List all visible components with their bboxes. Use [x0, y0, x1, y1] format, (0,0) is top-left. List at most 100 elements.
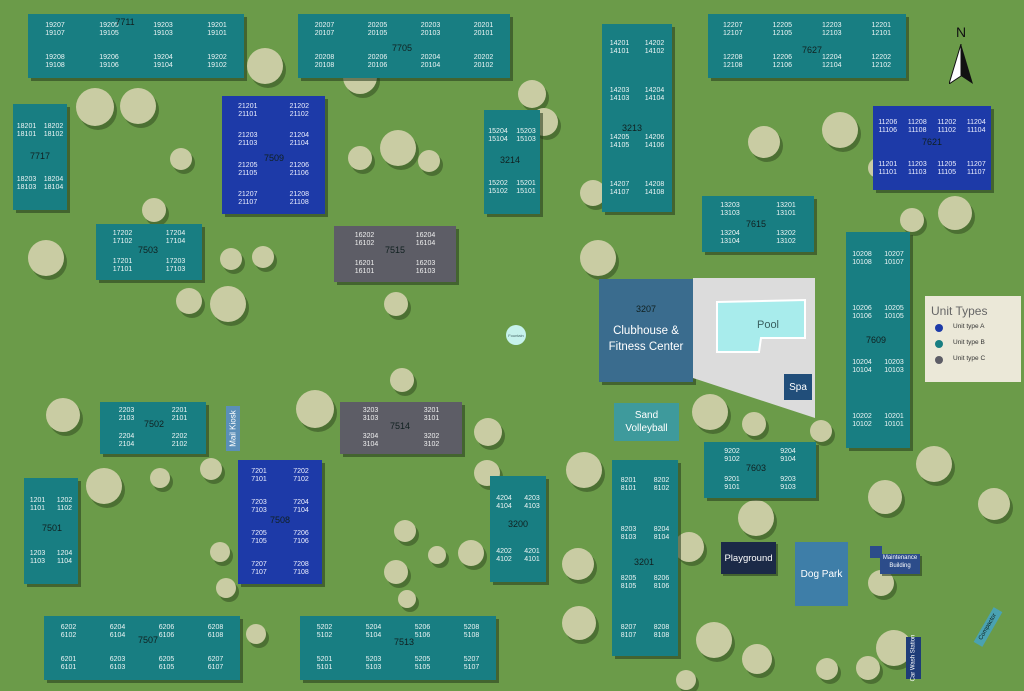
- fountain[interactable]: Fountain: [506, 325, 526, 345]
- compactor[interactable]: Compactor: [973, 607, 1003, 647]
- maintenance-building[interactable]: Maintenance Building: [870, 546, 920, 574]
- dog-park[interactable]: Dog Park: [795, 542, 848, 606]
- playground[interactable]: Playground: [721, 542, 776, 574]
- clubhouse-fitness-center[interactable]: 3207 Clubhouse & Fitness Center: [599, 279, 693, 382]
- car-wash-station[interactable]: Car Wash Station: [906, 635, 921, 681]
- sand-volleyball[interactable]: Sand Volleyball: [614, 403, 679, 441]
